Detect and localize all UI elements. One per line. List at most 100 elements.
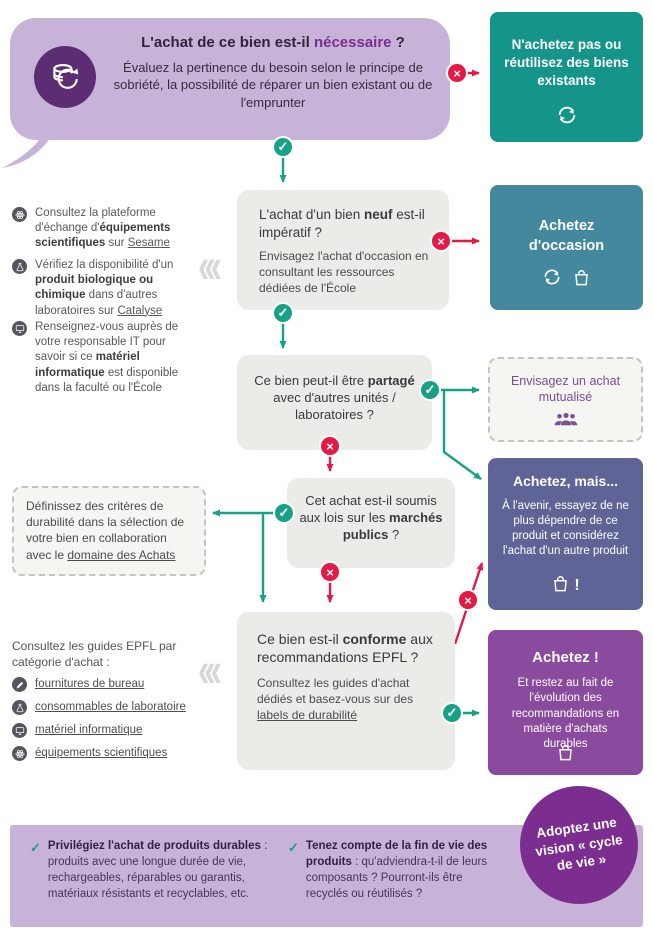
no-cross-icon: × — [446, 62, 468, 84]
q5-pre: Ce bien est-il — [257, 631, 343, 647]
question-box-epfl-compliance: Ce bien est-il conforme aux recommandati… — [237, 612, 455, 770]
q4-em: marchés publics — [342, 509, 443, 542]
q3-title: Ce bien peut-il être partagé avec d'autr… — [251, 373, 418, 424]
shopping-bag-icon — [488, 743, 643, 762]
tip-durable-products: ✓ Privilégiez l'achat de produits durabl… — [30, 839, 282, 902]
aside-em: produit biologique ou chimique — [35, 274, 154, 302]
alert-exclamation-icon: ! — [574, 577, 580, 594]
check-glyph: ✓ — [424, 382, 436, 397]
bubble-title-em: nécessaire — [313, 34, 392, 51]
tip-rest: : produits avec une longue durée de vie,… — [47, 840, 268, 900]
flask-icon — [12, 259, 27, 274]
atom-icon — [12, 746, 27, 761]
no-cross-icon: × — [319, 561, 341, 583]
q5-body: Consultez les guides d'achat dédiés et b… — [257, 676, 439, 723]
shopping-bag-icon — [551, 574, 570, 598]
monitor-icon — [12, 723, 27, 738]
guide-item-scientific-equipment: équipements scientifiques — [12, 745, 167, 761]
q4-title: Cet achat est-il soumis aux lois sur les… — [299, 493, 443, 544]
badge-text: Adoptez une vision « cycle de vie » — [534, 814, 624, 873]
chevrons-left-icon: ‹‹‹ — [198, 643, 222, 699]
aside-pre: Vérifiez la disponibilité d'un — [35, 259, 174, 271]
bubble-body: Évaluez la pertinence du besoin selon le… — [113, 59, 433, 110]
no-cross-icon: × — [319, 435, 341, 457]
aside-item-scientific-equipment: Consultez la plateforme d'échange d'équi… — [12, 206, 193, 252]
outcome-buy-second-hand: Achetez d'occasion — [490, 185, 643, 310]
yes-check-icon: ✓ — [272, 302, 294, 324]
no-buy-title: N'achetez pas ou réutilisez des biens ex… — [504, 37, 629, 89]
bubble-title-pre: L'achat de ce bien est-il — [141, 34, 314, 51]
aside-text: Renseignez-vous auprès de votre responsa… — [35, 320, 193, 396]
lifecycle-vision-badge: Adoptez une vision « cycle de vie » — [520, 786, 638, 904]
chevrons-left-icon: ‹‹‹ — [198, 239, 222, 295]
q2-title: L'achat d'un bien neuf est-il impératif … — [259, 206, 433, 241]
yes-check-icon: ✓ — [441, 702, 463, 724]
outcome-buy-but: Achetez, mais... À l'avenir, essayez de … — [488, 458, 643, 610]
q5-body-pre: Consultez les guides d'achat dédiés et b… — [257, 676, 414, 707]
check-icon: ✓ — [30, 840, 41, 855]
cycle-arrows-icon — [490, 104, 643, 126]
buy-title: Achetez ! — [532, 649, 599, 666]
sesame-link[interactable]: Sesame — [127, 237, 170, 250]
aside-pre: Renseignez-vous auprès de votre responsa… — [35, 321, 179, 364]
q2-post: est-il impératif ? — [259, 207, 425, 240]
tip-rest: : qu'adviendra-t-il de leurs composants … — [305, 855, 488, 900]
durability-labels-link[interactable]: labels de durabilité — [257, 708, 358, 723]
q3-pre: Ce bien peut-il être — [254, 373, 368, 388]
check-glyph: ✓ — [446, 705, 458, 720]
cross-glyph: × — [464, 592, 472, 608]
scientific-equipment-link[interactable]: équipements scientifiques — [35, 747, 168, 759]
lab-consumables-link[interactable]: consommables de laboratoire — [35, 701, 186, 713]
buy-but-title: Achetez, mais... — [512, 473, 619, 489]
check-glyph: ✓ — [277, 305, 289, 320]
second-hand-icons — [490, 267, 643, 292]
advice-box-durability-criteria: Définissez des critères de durabilité da… — [12, 486, 206, 576]
cycle-arrows-icon — [542, 267, 562, 292]
q2-body: Envisagez l'achat d'occasion en consulta… — [259, 249, 429, 295]
aside-mid: sur — [105, 237, 128, 250]
aside-text: Vérifiez la disponibilité d'un produit b… — [35, 258, 193, 319]
aside-pre: Consultez la plateforme d'échange d' — [35, 207, 156, 235]
atom-icon — [12, 207, 27, 222]
guide-item-it-hardware: matériel informatique — [12, 722, 142, 738]
q2-em: neuf — [364, 207, 393, 222]
bubble-content: L'achat de ce bien est-il nécessaire ? É… — [108, 34, 438, 111]
it-hardware-link[interactable]: matériel informatique — [35, 724, 143, 736]
no-cross-icon: × — [430, 230, 452, 252]
q3-post: avec d'autres unités / laboratoires ? — [273, 389, 396, 422]
catalyse-link[interactable]: Catalyse — [117, 304, 163, 317]
monitor-icon — [12, 321, 27, 336]
arrow-mutual-to-buybut — [442, 390, 482, 480]
yes-check-icon: ✓ — [419, 379, 441, 401]
tip-end-of-life: ✓ Tenez compte de la fin de vie des prod… — [288, 839, 488, 902]
shopping-bag-icon — [572, 268, 591, 292]
q5-post: aux recommandations EPFL ? — [257, 631, 433, 666]
office-supplies-link[interactable]: fournitures de bureau — [35, 678, 145, 690]
buy-body: Et restez au fait de l'évolution des rec… — [511, 677, 620, 750]
aside-em: matériel informatique — [35, 351, 140, 379]
q5-em: conforme — [342, 631, 407, 647]
q4-pre: Cet achat est-il soumis aux lois sur les — [299, 493, 437, 525]
aside-mid: dans d'autres laboratoires sur — [35, 289, 158, 317]
q5-title: Ce bien est-il conforme aux recommandati… — [257, 630, 439, 666]
second-hand-title: Achetez d'occasion — [528, 218, 605, 254]
no-cross-icon: × — [457, 589, 479, 611]
guides-intro: Consultez les guides EPFL par catégorie … — [12, 639, 177, 670]
tip-text: Privilégiez l'achat de produits durables… — [48, 839, 282, 902]
guide-item-lab-consumables: consommables de laboratoire — [12, 699, 186, 715]
database-reuse-icon — [34, 46, 96, 108]
outcome-buy: Achetez ! Et restez au fait de l'évoluti… — [488, 630, 643, 775]
outcome-do-not-buy: N'achetez pas ou réutilisez des biens ex… — [490, 12, 643, 142]
q2-pre: L'achat d'un bien — [259, 207, 364, 222]
bubble-title-post: ? — [391, 34, 405, 51]
cross-glyph: × — [437, 233, 445, 249]
advice-text: Définissez des critères de durabilité da… — [26, 498, 192, 563]
guide-item-office-supplies: fournitures de bureau — [12, 676, 144, 692]
mutual-title: Envisagez un achat mutualisé — [510, 374, 621, 405]
achats-domain-link[interactable]: domaine des Achats — [67, 547, 176, 562]
tip-em: Privilégiez l'achat de produits durables — [47, 840, 261, 852]
outcome-mutualised-purchase: Envisagez un achat mutualisé — [488, 357, 643, 442]
q4-post: ? — [388, 526, 400, 542]
buy-but-icons: ! — [488, 574, 643, 598]
